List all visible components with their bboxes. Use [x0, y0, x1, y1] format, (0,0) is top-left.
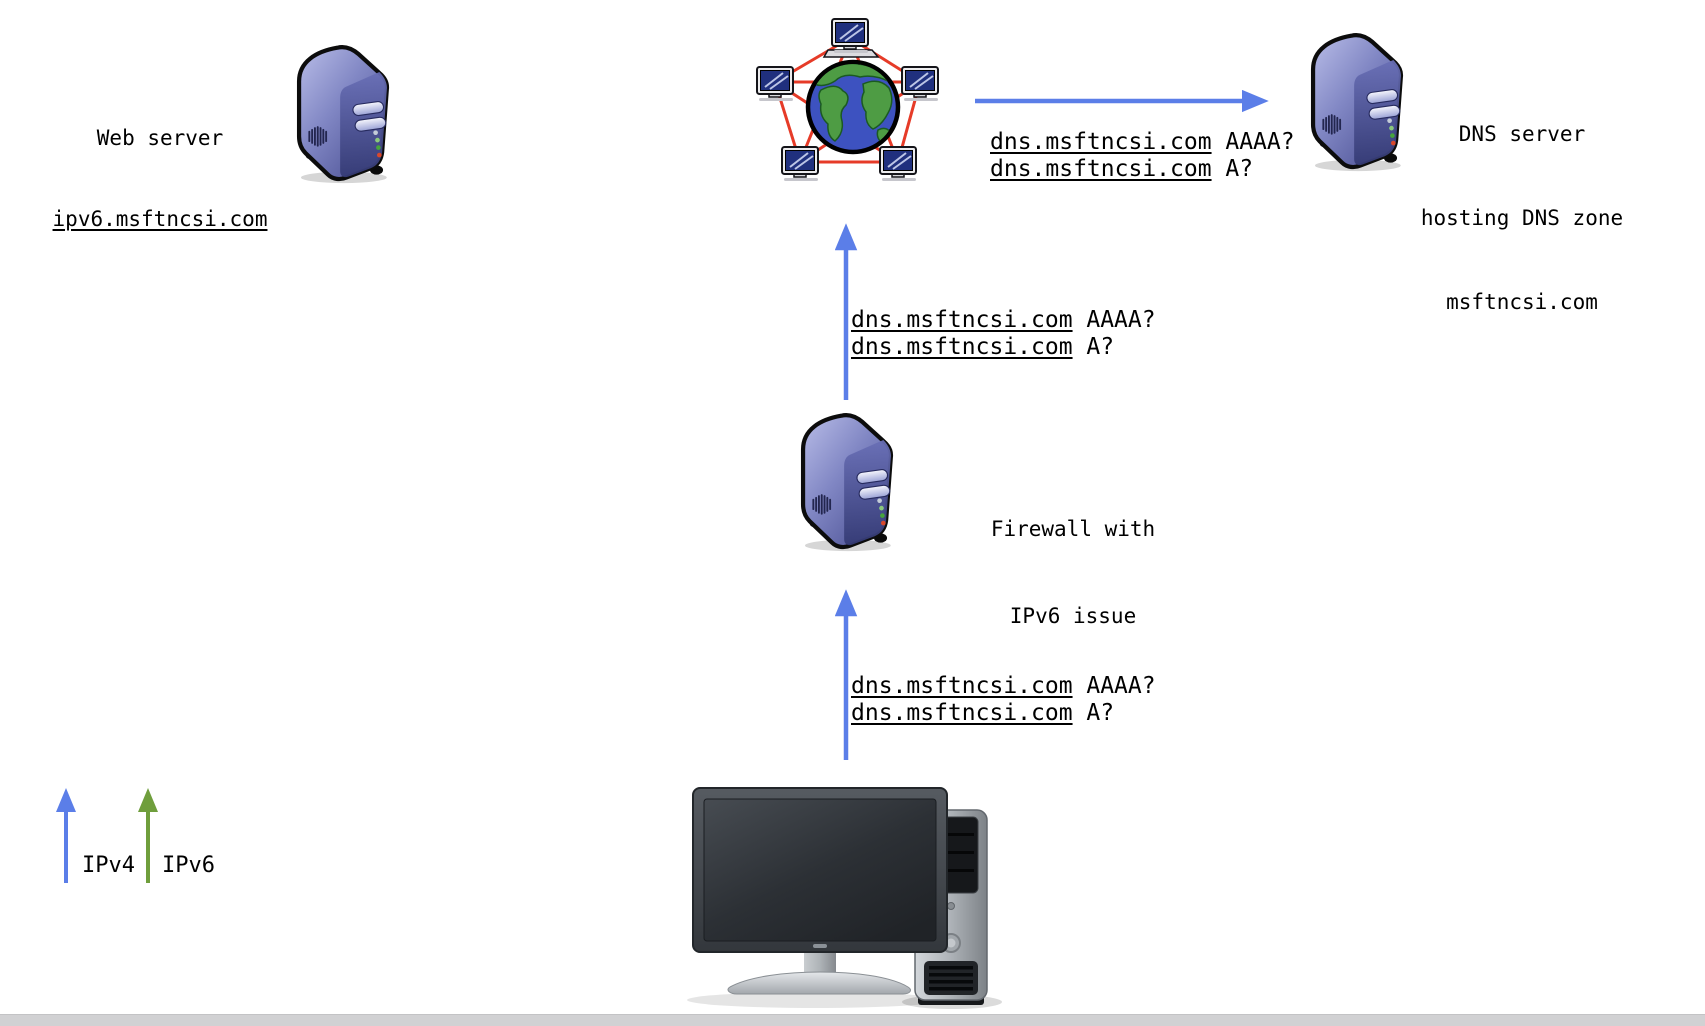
bottom-scroll-bar: [0, 1014, 1705, 1026]
web-server-label: Web server ipv6.msftncsi.com: [40, 71, 280, 260]
monitor: [692, 787, 948, 995]
web-server-title: Web server: [96, 126, 224, 150]
dns-server-label: DNS server hosting DNS zone msftncsi.com: [1420, 122, 1624, 314]
internet-pc-top: [822, 18, 880, 58]
legend-ipv6-label: IPv6: [162, 853, 215, 878]
internet-icon: [748, 8, 948, 188]
legend-ipv4-label: IPv4: [82, 853, 135, 878]
firewall-label: Firewall with IPv6 issue: [990, 517, 1156, 628]
web-server-hostname: ipv6.msftncsi.com: [52, 207, 268, 231]
client-computer-icon: [630, 715, 1025, 1015]
